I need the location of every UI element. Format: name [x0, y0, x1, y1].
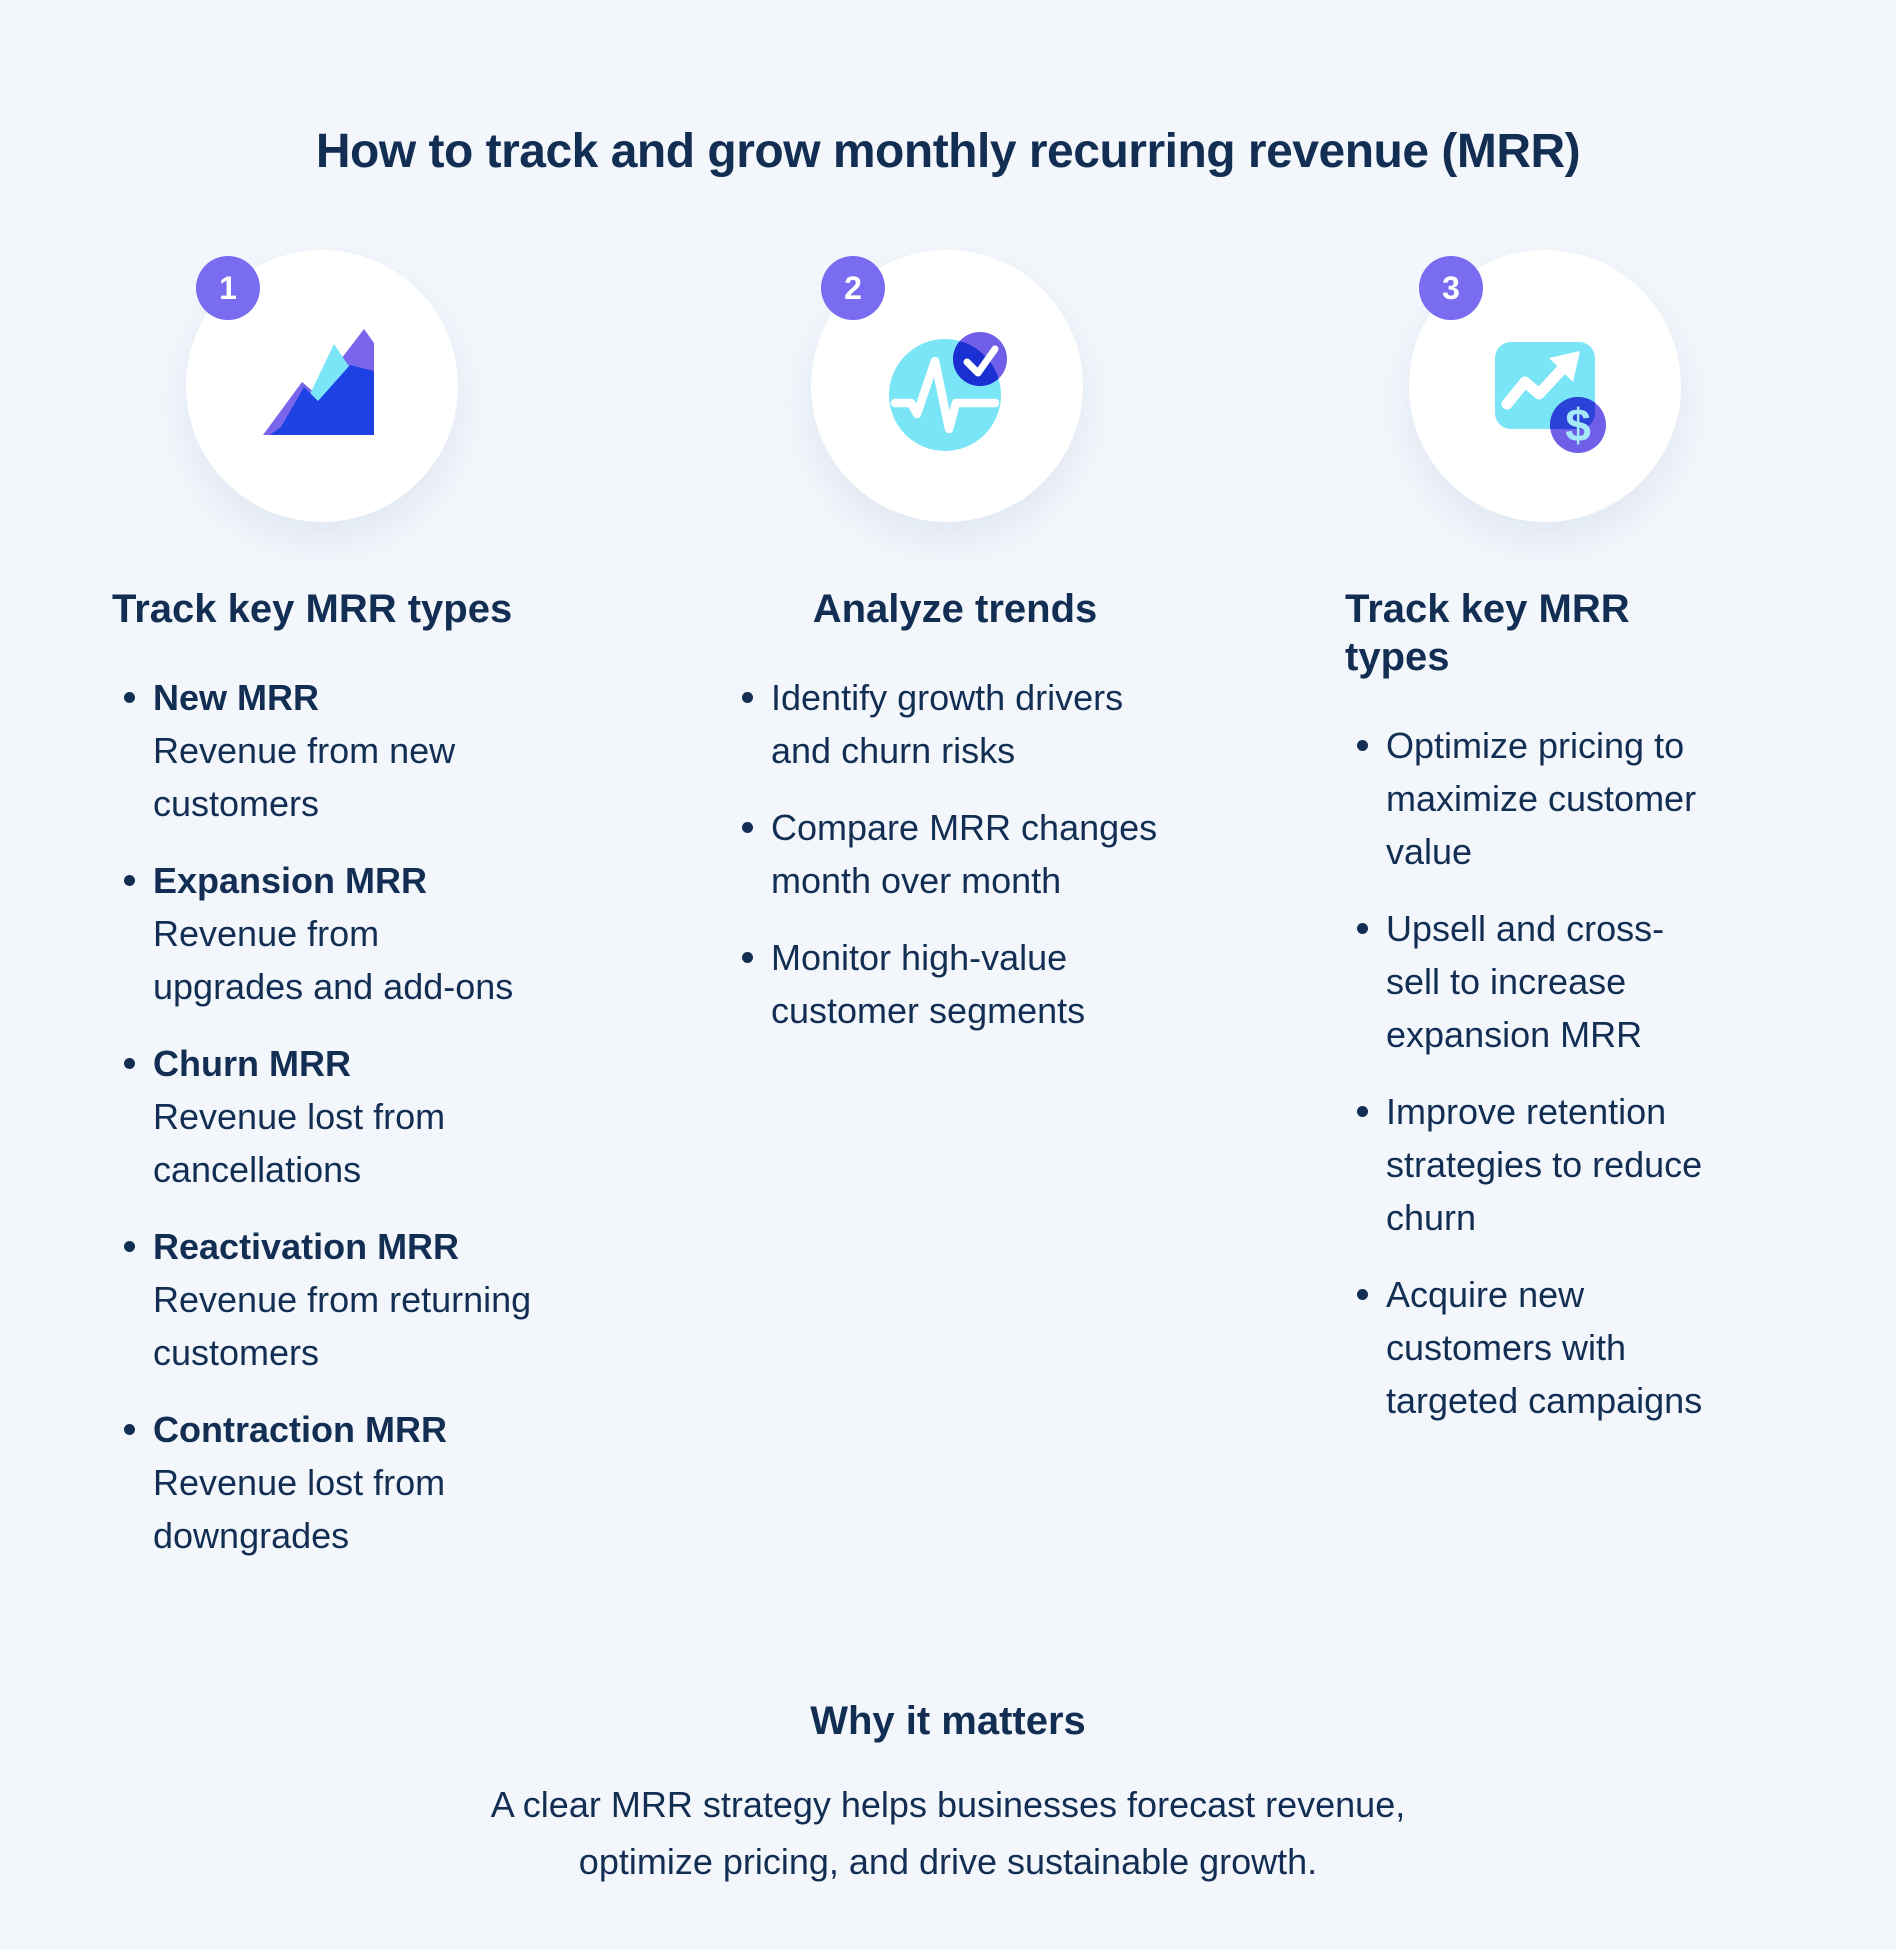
- list-item: Upsell and cross-sell to increase expans…: [1357, 902, 1712, 1061]
- step-number-badge: 2: [821, 256, 885, 320]
- column-heading: Track key MRR types: [1345, 587, 1630, 679]
- growth-dollar-icon: $: [1495, 342, 1606, 453]
- step-number-badge: 3: [1419, 256, 1483, 320]
- svg-text:$: $: [1565, 399, 1591, 451]
- step-number-badge: 1: [196, 256, 260, 320]
- mrr-types-list: New MRR Revenue from new customers Expan…: [112, 671, 532, 1562]
- list-item: Churn MRR Revenue lost from cancellation…: [124, 1037, 532, 1196]
- column-grow-mrr: 3 $ Track key MRR types Optimize pricing…: [1345, 250, 1725, 1451]
- footer-heading: Why it matters: [810, 1699, 1086, 1744]
- grow-mrr-list: Optimize pricing to maximize customer va…: [1345, 719, 1725, 1427]
- area-chart-icon: [263, 329, 374, 435]
- list-item: Optimize pricing to maximize customer va…: [1357, 719, 1712, 878]
- footer-text: A clear MRR strategy helps businesses fo…: [490, 1784, 1406, 1882]
- list-item: Monitor high-value customer segments: [742, 931, 1180, 1037]
- analyze-trends-list: Identify growth drivers and churn risks …: [730, 671, 1180, 1037]
- column-track-mrr-types: 1 Track key MRR types New MRR Revenue fr…: [112, 250, 532, 1586]
- list-item: New MRR Revenue from new customers: [124, 671, 532, 830]
- step-circle: 1: [186, 250, 458, 522]
- column-heading: Track key MRR types: [112, 587, 513, 631]
- column-heading: Analyze trends: [812, 587, 1098, 631]
- list-item: Compare MRR changes month over month: [742, 801, 1180, 907]
- list-item: Expansion MRR Revenue from upgrades and …: [124, 854, 532, 1013]
- step-circle: 3 $: [1409, 250, 1681, 522]
- list-item: Reactivation MRR Revenue from returning …: [124, 1220, 532, 1379]
- step-circle: 2: [811, 250, 1083, 522]
- page-title: How to track and grow monthly recurring …: [315, 125, 1581, 179]
- pulse-check-icon: [889, 332, 1007, 451]
- list-item: Contraction MRR Revenue lost from downgr…: [124, 1403, 532, 1562]
- list-item: Improve retention strategies to reduce c…: [1357, 1085, 1712, 1244]
- list-item: Acquire new customers with targeted camp…: [1357, 1268, 1712, 1427]
- list-item: Identify growth drivers and churn risks: [742, 671, 1180, 777]
- column-analyze-trends: 2 Analyze trends Identify growth drivers…: [730, 250, 1180, 1061]
